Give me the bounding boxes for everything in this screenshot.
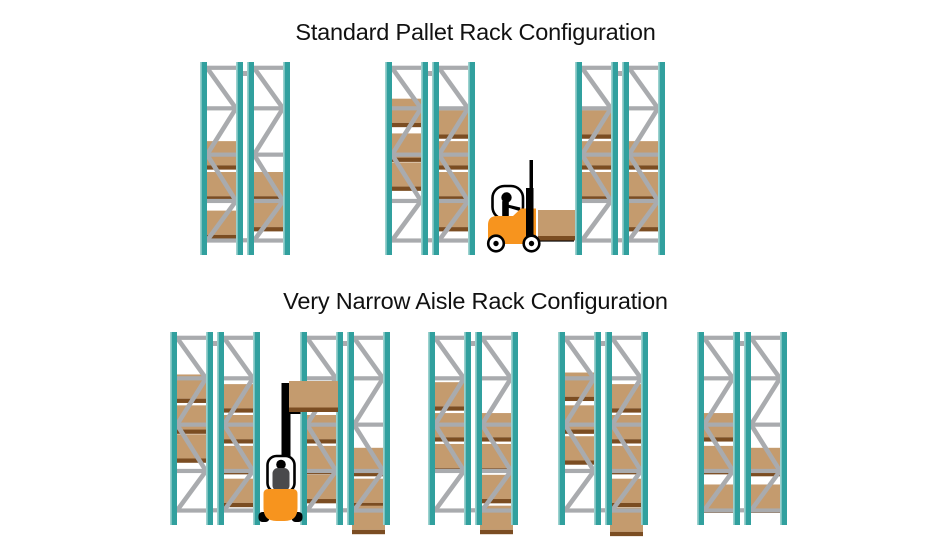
rack-upright [733, 332, 740, 525]
rack-frame-bracing [605, 335, 648, 513]
carried-box [289, 381, 338, 412]
rack-upright [300, 332, 307, 525]
rack-pair [385, 62, 475, 255]
rack-upright [611, 62, 618, 255]
operator-figure [272, 459, 290, 491]
standard-pallet-rack-graphics [200, 62, 665, 255]
rack-upright [336, 332, 343, 525]
forklift-icon [486, 160, 575, 253]
rack-upright [622, 62, 629, 255]
rack-upright [428, 332, 435, 525]
rack-upright [247, 62, 254, 255]
pallet-box [390, 162, 423, 191]
rack-frame-bracing [475, 335, 518, 513]
rack-upright [780, 332, 787, 525]
rack-frame-bracing [575, 65, 618, 243]
rack-upright [421, 62, 428, 255]
rack-upright [236, 62, 243, 255]
rack-upright [558, 332, 565, 525]
rack-upright [594, 332, 601, 525]
rack-upright [383, 332, 390, 525]
rack-upright [385, 62, 392, 255]
rack-upright [605, 332, 612, 525]
rack-upright [744, 332, 751, 525]
rack-frame-bracing [217, 335, 260, 513]
rack-frame-bracing [200, 65, 243, 243]
rack-upright [206, 332, 213, 525]
rack-upright [217, 332, 224, 525]
rack-pair [697, 332, 787, 525]
rack-frame-bracing [558, 335, 601, 513]
rack-frame-bracing [428, 335, 471, 513]
rack-upright [432, 62, 439, 255]
rack-upright [464, 332, 471, 525]
pallet-box [205, 210, 238, 240]
rack-upright [511, 332, 518, 525]
vna-rack-section-title: Very Narrow Aisle Rack Configuration [283, 288, 668, 314]
rack-pair [428, 332, 518, 535]
rack-upright [468, 62, 475, 255]
very-narrow-aisle-rack-graphics [170, 332, 787, 537]
rack-pair [575, 62, 665, 255]
rack-upright [475, 332, 482, 525]
rack-frame-bracing [247, 65, 290, 243]
rack-frame-bracing [347, 335, 390, 513]
rack-upright [641, 332, 648, 525]
rack-upright [170, 332, 177, 525]
rack-upright [283, 62, 290, 255]
rack-upright [200, 62, 207, 255]
rack-pair [170, 332, 260, 525]
rack-frame-bracing [385, 65, 428, 243]
rack-frame-bracing [622, 65, 665, 243]
rack-pair [300, 332, 390, 535]
rack-upright [575, 62, 582, 255]
carried-box [538, 210, 575, 241]
vna-truck-icon [258, 381, 338, 522]
rack-pair [200, 62, 290, 255]
rack-frame-bracing [170, 335, 213, 513]
rack-upright [253, 332, 260, 525]
rack-pair [558, 332, 648, 537]
rack-upright [658, 62, 665, 255]
rack-frame-bracing [744, 335, 787, 513]
rack-upright [347, 332, 354, 525]
rack-upright [697, 332, 704, 525]
rack-frame-bracing [432, 65, 475, 243]
standard-rack-section-title: Standard Pallet Rack Configuration [295, 19, 656, 45]
rack-frame-bracing [697, 335, 740, 513]
